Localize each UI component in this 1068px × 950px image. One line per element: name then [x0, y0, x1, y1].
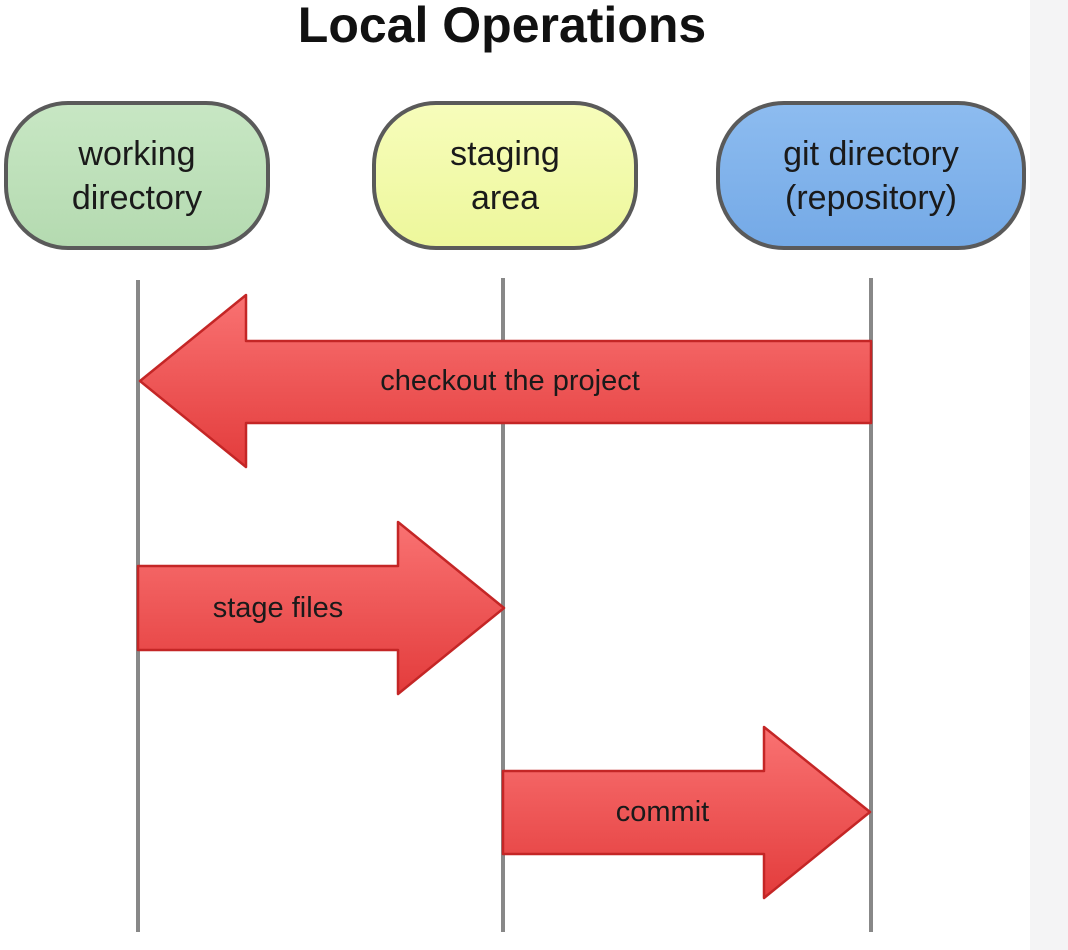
node-git-directory	[716, 101, 1026, 250]
arrow-commit	[501, 725, 872, 900]
arrow-label-checkout: checkout the project	[380, 365, 640, 397]
node-label-staging-area: staging area	[374, 132, 636, 220]
node-label-working-directory: working directory	[6, 132, 268, 220]
node-label-line: area	[470, 179, 540, 217]
node-label-line: working	[78, 135, 196, 173]
arrow-label-commit: commit	[615, 796, 710, 828]
node-working-directory	[4, 101, 270, 250]
arrow-stage-files	[136, 520, 506, 696]
node-staging-area	[372, 101, 638, 250]
node-label-line: staging	[450, 135, 560, 173]
node-label-line: git directory	[783, 135, 959, 173]
arrow-label-stage-files: stage files	[212, 592, 344, 624]
node-label-line: directory	[71, 179, 203, 217]
node-label-line: (repository)	[785, 179, 957, 217]
node-label-git-directory: git directory (repository)	[718, 132, 1024, 220]
page-edge-strip	[1030, 0, 1068, 950]
diagram-title: Local Operations	[297, 0, 707, 53]
arrow-checkout	[138, 293, 873, 469]
